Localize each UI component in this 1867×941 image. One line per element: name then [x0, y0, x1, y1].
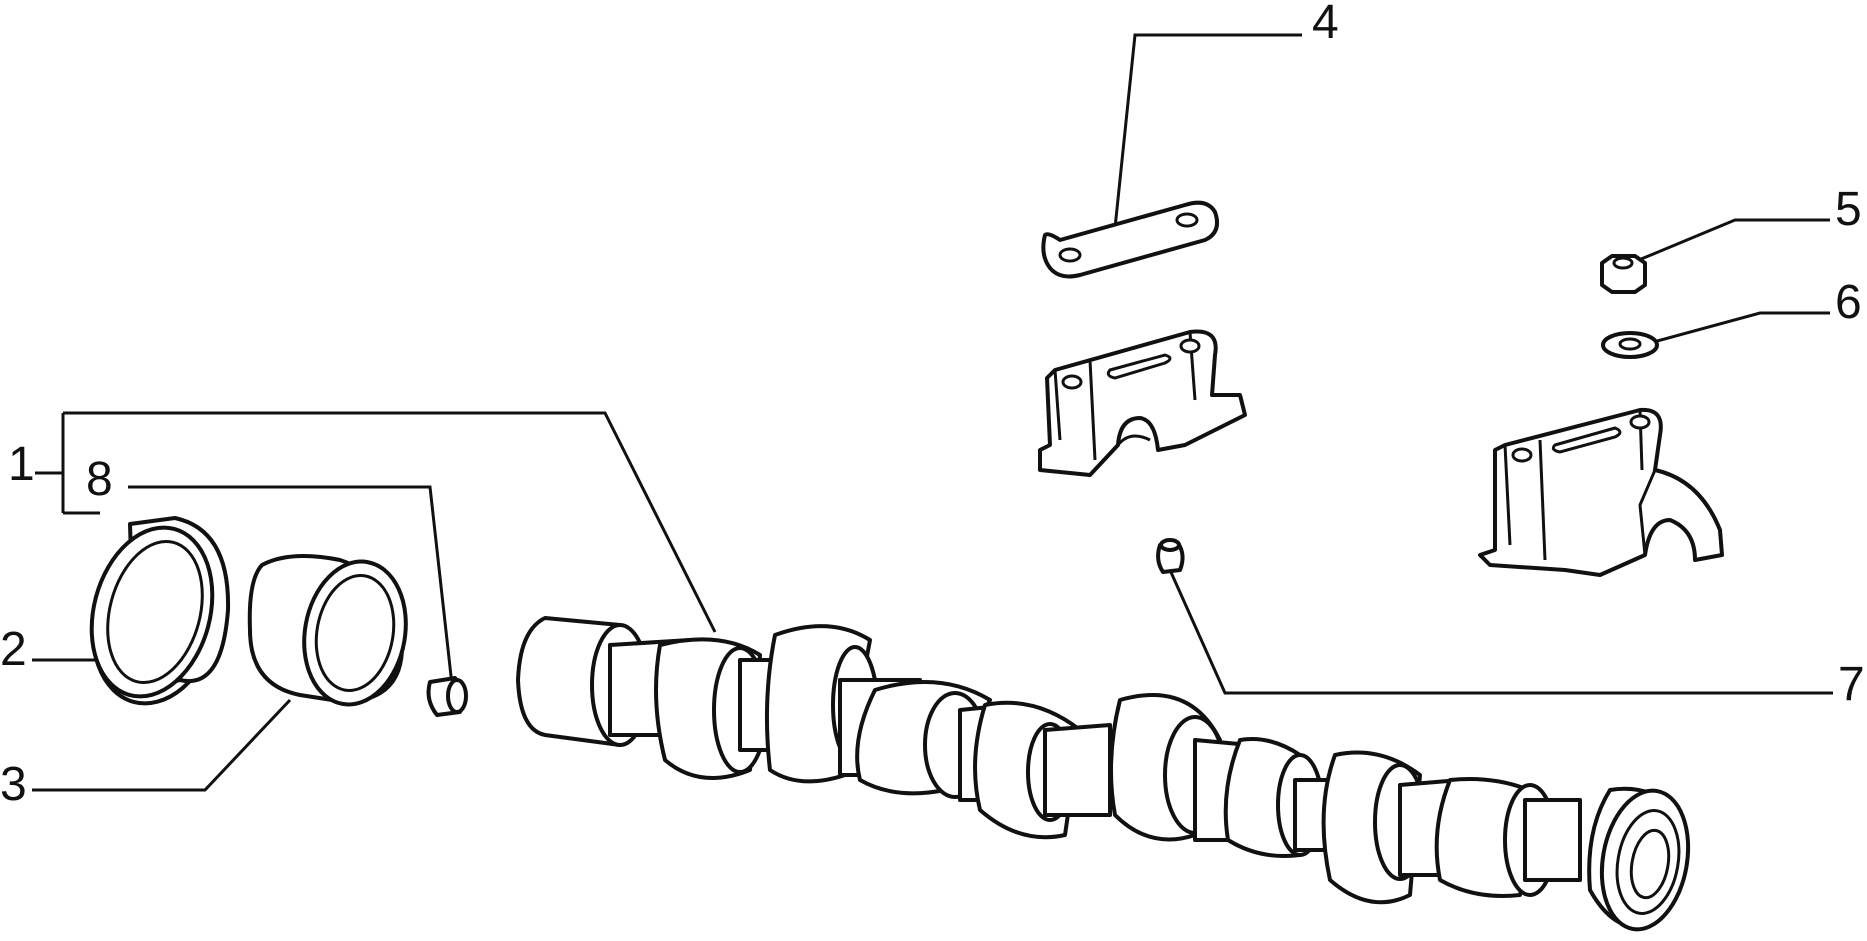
part-4-plate: [1041, 200, 1219, 279]
leader-line-6: [1649, 311, 1830, 345]
callout-label-4: 4: [1312, 0, 1339, 49]
part-7-dowel-pin: [1156, 538, 1185, 574]
leader-line-1: [35, 411, 717, 633]
part-1-camshaft: [516, 616, 1691, 932]
part-8-dowel: [426, 676, 468, 717]
leader-line-4: [1113, 33, 1302, 229]
bearing-cap-right: [1478, 407, 1724, 577]
callout-label-8: 8: [86, 453, 113, 506]
part-3-bushing: [247, 554, 408, 707]
leader-line-8: [128, 485, 454, 686]
leader-lines: [32, 33, 1833, 792]
callout-label-3: 3: [0, 758, 27, 811]
callout-label-5: 5: [1835, 183, 1862, 236]
callout-label-2: 2: [0, 623, 27, 676]
leader-line-5: [1621, 218, 1830, 269]
part-2-seal-ring: [89, 516, 231, 706]
bearing-cap-left: [1038, 329, 1247, 477]
leader-line-7: [1168, 569, 1833, 695]
part-6-washer: [1601, 331, 1659, 359]
part-5-nut: [1600, 254, 1647, 294]
callout-label-7: 7: [1838, 658, 1865, 711]
leader-line-3: [32, 698, 292, 792]
callout-label-1: 1: [8, 438, 35, 491]
callout-label-6: 6: [1835, 276, 1862, 329]
